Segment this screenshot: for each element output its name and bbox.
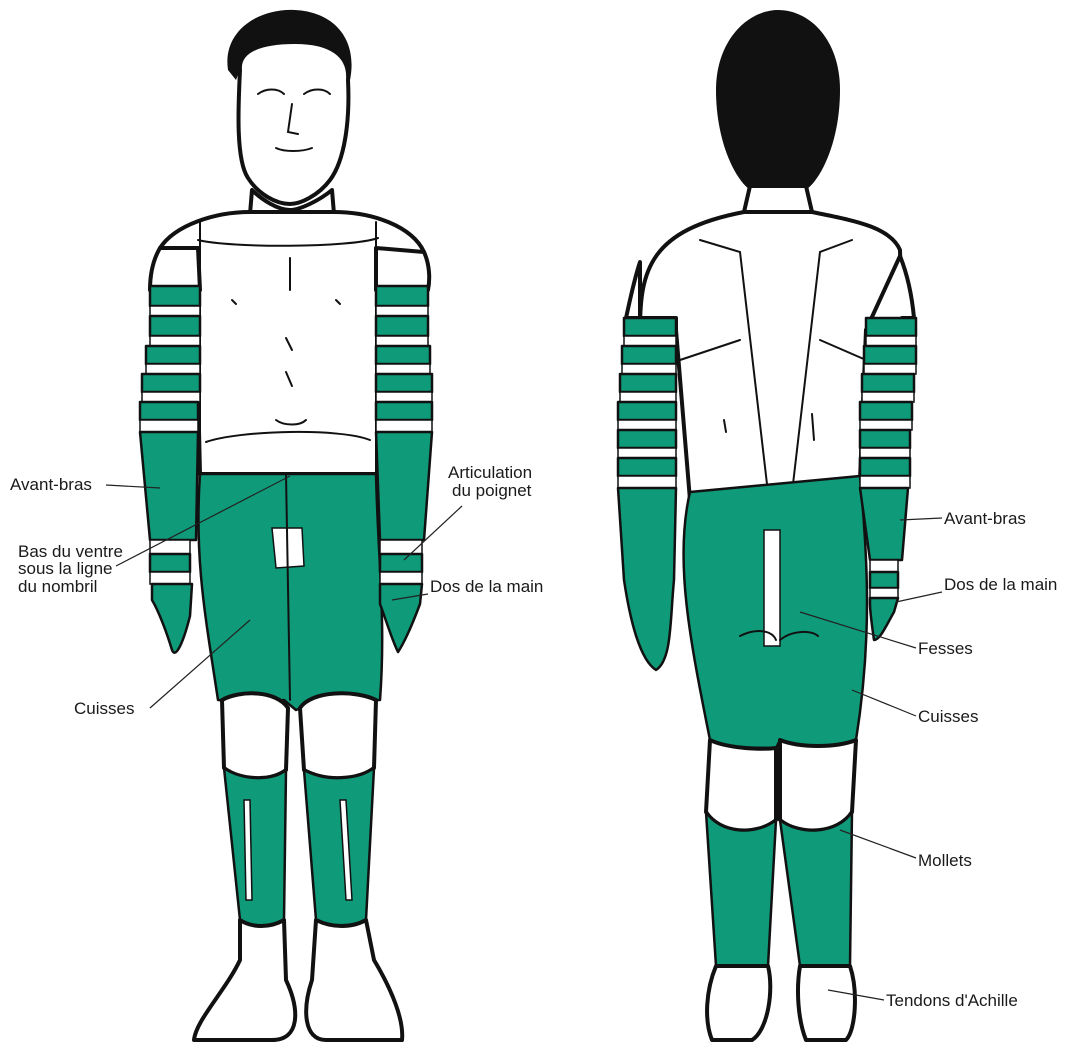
back-arm-left-stripes <box>618 318 676 670</box>
label-back-thighs: Cuisses <box>918 707 978 726</box>
label-front-lower-belly-line3: du nombril <box>18 577 97 596</box>
label-back-buttocks: Fesses <box>918 639 973 658</box>
label-back-achilles: Tendons d'Achille <box>886 991 1018 1010</box>
front-arm-left-stripes <box>140 286 200 653</box>
front-upper-arm-left <box>150 248 200 290</box>
front-knee-left <box>222 693 288 778</box>
front-knee-right <box>300 693 376 778</box>
label-front-wrist-line1: Articulation <box>448 463 532 482</box>
back-foot-right <box>798 966 855 1040</box>
front-calf-right <box>304 768 374 926</box>
front-upper-arm-right <box>376 248 429 290</box>
front-arm-right-stripes <box>376 286 432 652</box>
label-front-forearm: Avant-bras <box>10 475 92 494</box>
front-forearm-left-zone <box>140 432 198 540</box>
back-forearm-right-zone <box>860 488 908 560</box>
back-knee-right <box>780 740 856 830</box>
front-figure <box>140 10 432 1040</box>
front-foot-left <box>194 920 295 1040</box>
front-calf-left <box>224 768 286 926</box>
front-foot-right <box>306 920 402 1040</box>
label-front-back-of-hand: Dos de la main <box>430 577 543 596</box>
label-back-forearm: Avant-bras <box>944 509 1026 528</box>
label-back-calves: Mollets <box>918 851 972 870</box>
label-front-thighs: Cuisses <box>74 699 134 718</box>
label-front-lower-belly-line2: sous la ligne <box>18 559 113 578</box>
front-forearm-right-zone <box>376 432 432 540</box>
label-back-back-of-hand: Dos de la main <box>944 575 1057 594</box>
back-arm-right-stripes <box>860 318 916 640</box>
back-figure <box>618 10 916 1040</box>
back-calf-right <box>780 812 852 966</box>
label-front-wrist-line2: du poignet <box>452 481 532 500</box>
back-forearm-left-zone <box>618 488 676 670</box>
back-foot-left <box>707 966 770 1040</box>
back-knee-left <box>706 740 776 830</box>
front-head <box>227 10 351 214</box>
back-calf-left <box>706 812 776 966</box>
back-head <box>716 10 840 190</box>
